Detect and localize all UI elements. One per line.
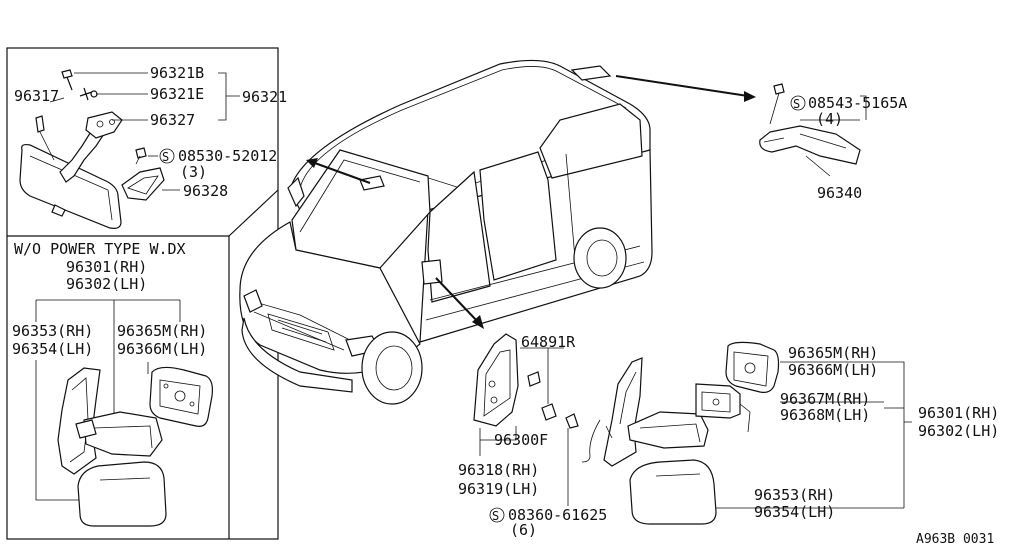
s-mark-door: S [492, 509, 499, 523]
label-96300f: 96300F [494, 431, 548, 449]
label-96366m-lh-inset: 96366M(LH) [117, 340, 207, 358]
label-96354-lh-inset: 96354(LH) [12, 340, 93, 358]
label-96301-rh-inset: 96301(RH) [66, 258, 147, 276]
s-symbol-roof [790, 95, 806, 111]
label-96301-rh: 96301(RH) [918, 404, 999, 422]
interior-mirror-drawing [19, 69, 240, 229]
diagram-code: A963B 0031 [916, 532, 994, 547]
van-drawing [239, 59, 653, 405]
label-96353-rh: 96353(RH) [754, 486, 835, 504]
label-96366m-lh: 96366M(LH) [788, 361, 878, 379]
label-96302-lh-inset: 96302(LH) [66, 275, 147, 293]
label-96368m-lh: 96368M(LH) [780, 406, 870, 424]
door-finisher-drawing [473, 333, 579, 506]
manual-mirror-drawing [35, 299, 213, 527]
label-64891r: 64891R [521, 333, 576, 351]
label-96353-rh-inset: 96353(RH) [12, 322, 93, 340]
s-symbol-top [159, 148, 175, 164]
label-96328: 96328 [183, 182, 228, 200]
label-96365m-rh: 96365M(RH) [788, 344, 878, 362]
s-mark-roof: S [793, 97, 800, 111]
label-08530-52012: 08530-52012 [178, 147, 277, 165]
label-qty-6: (6) [510, 521, 537, 539]
label-96340: 96340 [817, 184, 862, 202]
label-96321: 96321 [242, 88, 287, 106]
label-96354-lh: 96354(LH) [754, 503, 835, 521]
s-mark-top: S [162, 150, 169, 164]
power-mirror-drawing [581, 341, 912, 525]
label-96327: 96327 [150, 111, 195, 129]
label-qty-4: (4) [816, 110, 843, 128]
label-qty-3: (3) [180, 163, 207, 181]
label-96319-lh: 96319(LH) [458, 480, 539, 498]
s-symbol-door [489, 507, 505, 523]
roof-mirror-drawing [759, 83, 867, 177]
leader-arrows [306, 75, 756, 329]
label-08543-5165a: 08543-5165A [808, 94, 907, 112]
label-08360-61625: 08360-61625 [508, 506, 607, 524]
inset-heading: W/O POWER TYPE W.DX [14, 240, 186, 258]
label-96318-rh: 96318(RH) [458, 461, 539, 479]
label-96302-lh: 96302(LH) [918, 422, 999, 440]
label-96365m-rh-inset: 96365M(RH) [117, 322, 207, 340]
label-96367m-rh: 96367M(RH) [780, 390, 870, 408]
label-96317: 96317 [14, 87, 59, 105]
label-96321b: 96321B [150, 64, 204, 82]
label-96321e: 96321E [150, 85, 204, 103]
